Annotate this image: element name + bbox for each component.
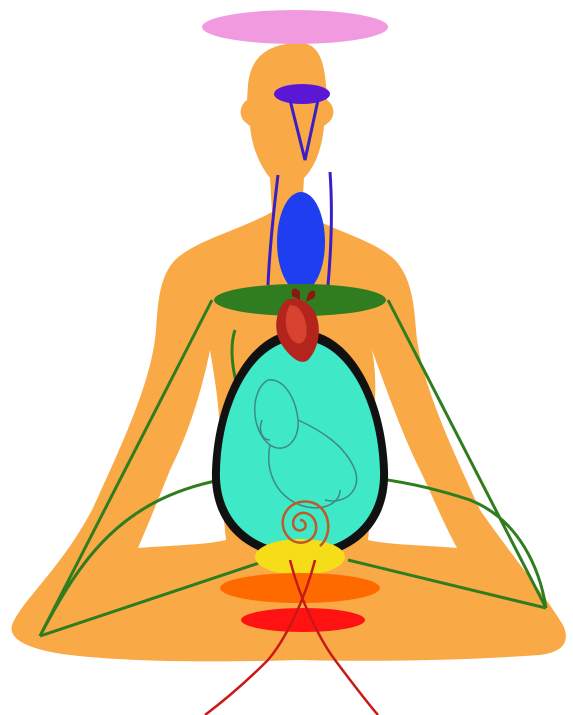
- solar-plexus-chakra: [255, 539, 345, 575]
- crown-chakra: [202, 10, 388, 44]
- throat-chakra: [277, 192, 325, 292]
- third-eye-chakra: [274, 84, 330, 104]
- sacral-chakra: [220, 573, 380, 603]
- root-chakra: [241, 608, 365, 632]
